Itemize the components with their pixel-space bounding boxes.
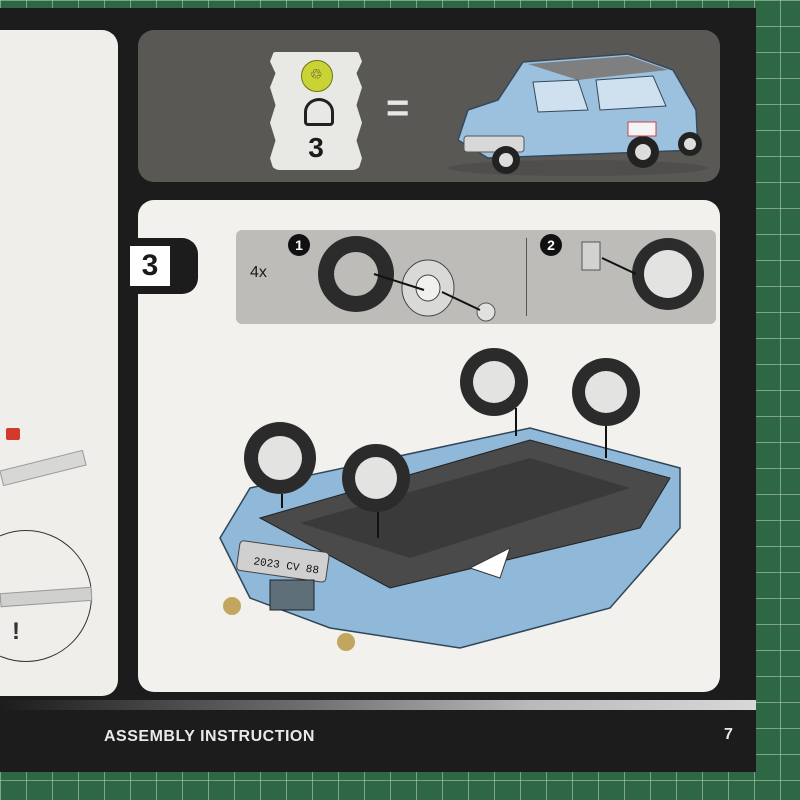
recycle-icon: ♲	[301, 60, 333, 92]
footer-title: ASSEMBLY INSTRUCTION	[104, 728, 315, 745]
equals-sign: =	[386, 86, 410, 130]
warning-mark: !	[12, 618, 20, 645]
wheel-mount-illustration	[581, 238, 704, 310]
previous-step-panel: !	[0, 30, 118, 696]
bumper-part-illustration	[0, 449, 87, 487]
step-number-tab: 3	[124, 238, 198, 294]
footer-rule	[0, 700, 756, 710]
figure-icon	[304, 98, 334, 126]
step-number: 3	[130, 246, 170, 286]
substep-1-badge: 1	[288, 234, 310, 256]
page-number: 7	[724, 726, 733, 743]
instruction-page: ! ♲ 3 = 3 4x 1	[0, 8, 756, 772]
red-part-illustration	[6, 428, 20, 440]
substep-divider	[526, 238, 527, 316]
finished-car-illustration	[448, 53, 708, 176]
parts-bag-icon: ♲ 3	[270, 52, 362, 170]
quantity-label: 4x	[250, 264, 267, 281]
upside-down-car-illustration: 2023 CV 88	[219, 348, 681, 651]
substep-2-badge: 2	[540, 234, 562, 256]
parts-bag-box: ♲ 3 =	[138, 30, 720, 182]
substeps-box: 4x 1 2	[236, 230, 716, 324]
bag-number: 3	[308, 132, 324, 163]
wheel-assembly-illustration	[318, 236, 496, 322]
